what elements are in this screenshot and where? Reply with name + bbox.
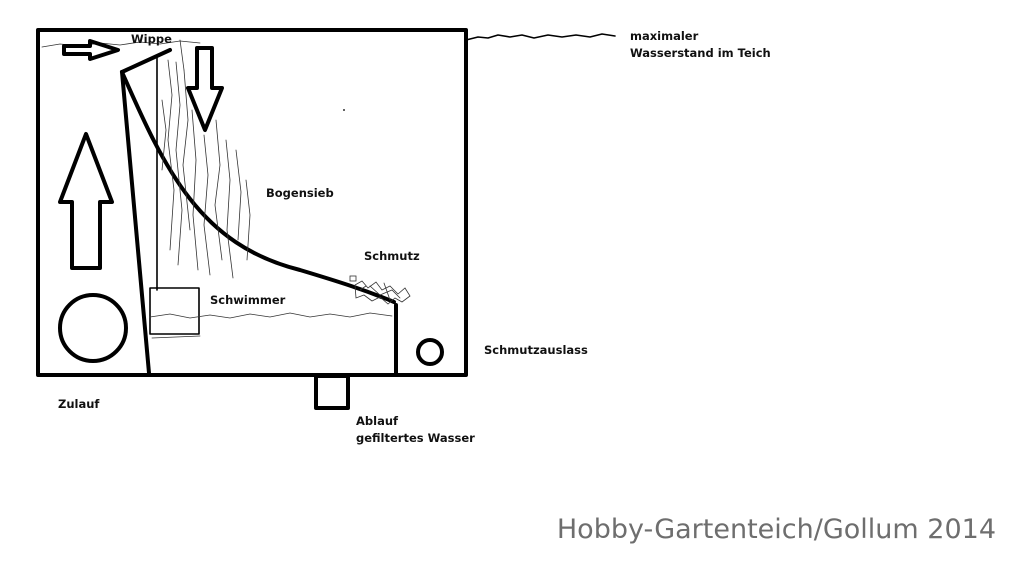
filter-box bbox=[36, 28, 468, 377]
downflow-arrow-down bbox=[186, 46, 224, 132]
rocker-wippe bbox=[120, 48, 172, 74]
label-wippe: Wippe bbox=[131, 32, 172, 46]
outlet-ablauf bbox=[314, 374, 350, 410]
dirt-debris bbox=[349, 275, 411, 305]
label-zulauf: Zulauf bbox=[58, 397, 100, 411]
inlet-pipe-circle bbox=[58, 293, 128, 363]
upflow-arrow-up bbox=[58, 132, 114, 270]
label-schwimmer: Schwimmer bbox=[210, 293, 286, 307]
label-schmutz: Schmutz bbox=[364, 249, 420, 263]
label-schmutzauslass: Schmutzauslass bbox=[484, 343, 588, 357]
label-ablauf-2: gefiltertes Wasser bbox=[356, 431, 475, 445]
filtered-water-line bbox=[149, 312, 393, 319]
inflow-arrow-right bbox=[62, 39, 120, 61]
label-bogensieb: Bogensieb bbox=[266, 186, 334, 200]
chamber-wall bbox=[120, 70, 151, 375]
label-max-water-2: Wasserstand im Teich bbox=[630, 46, 771, 60]
curved-sieve bbox=[120, 70, 396, 304]
lower-water-line bbox=[151, 335, 201, 339]
credit-caption: Hobby-Gartenteich/Gollum 2014 bbox=[557, 514, 996, 545]
water-streaks bbox=[161, 39, 251, 279]
dirt-outlet-circle bbox=[416, 338, 444, 366]
stray-dot bbox=[343, 109, 345, 111]
float-schwimmer bbox=[149, 287, 200, 335]
pond-water-line bbox=[465, 33, 616, 41]
label-max-water-1: maximaler bbox=[630, 29, 699, 43]
label-ablauf-1: Ablauf bbox=[356, 414, 399, 428]
